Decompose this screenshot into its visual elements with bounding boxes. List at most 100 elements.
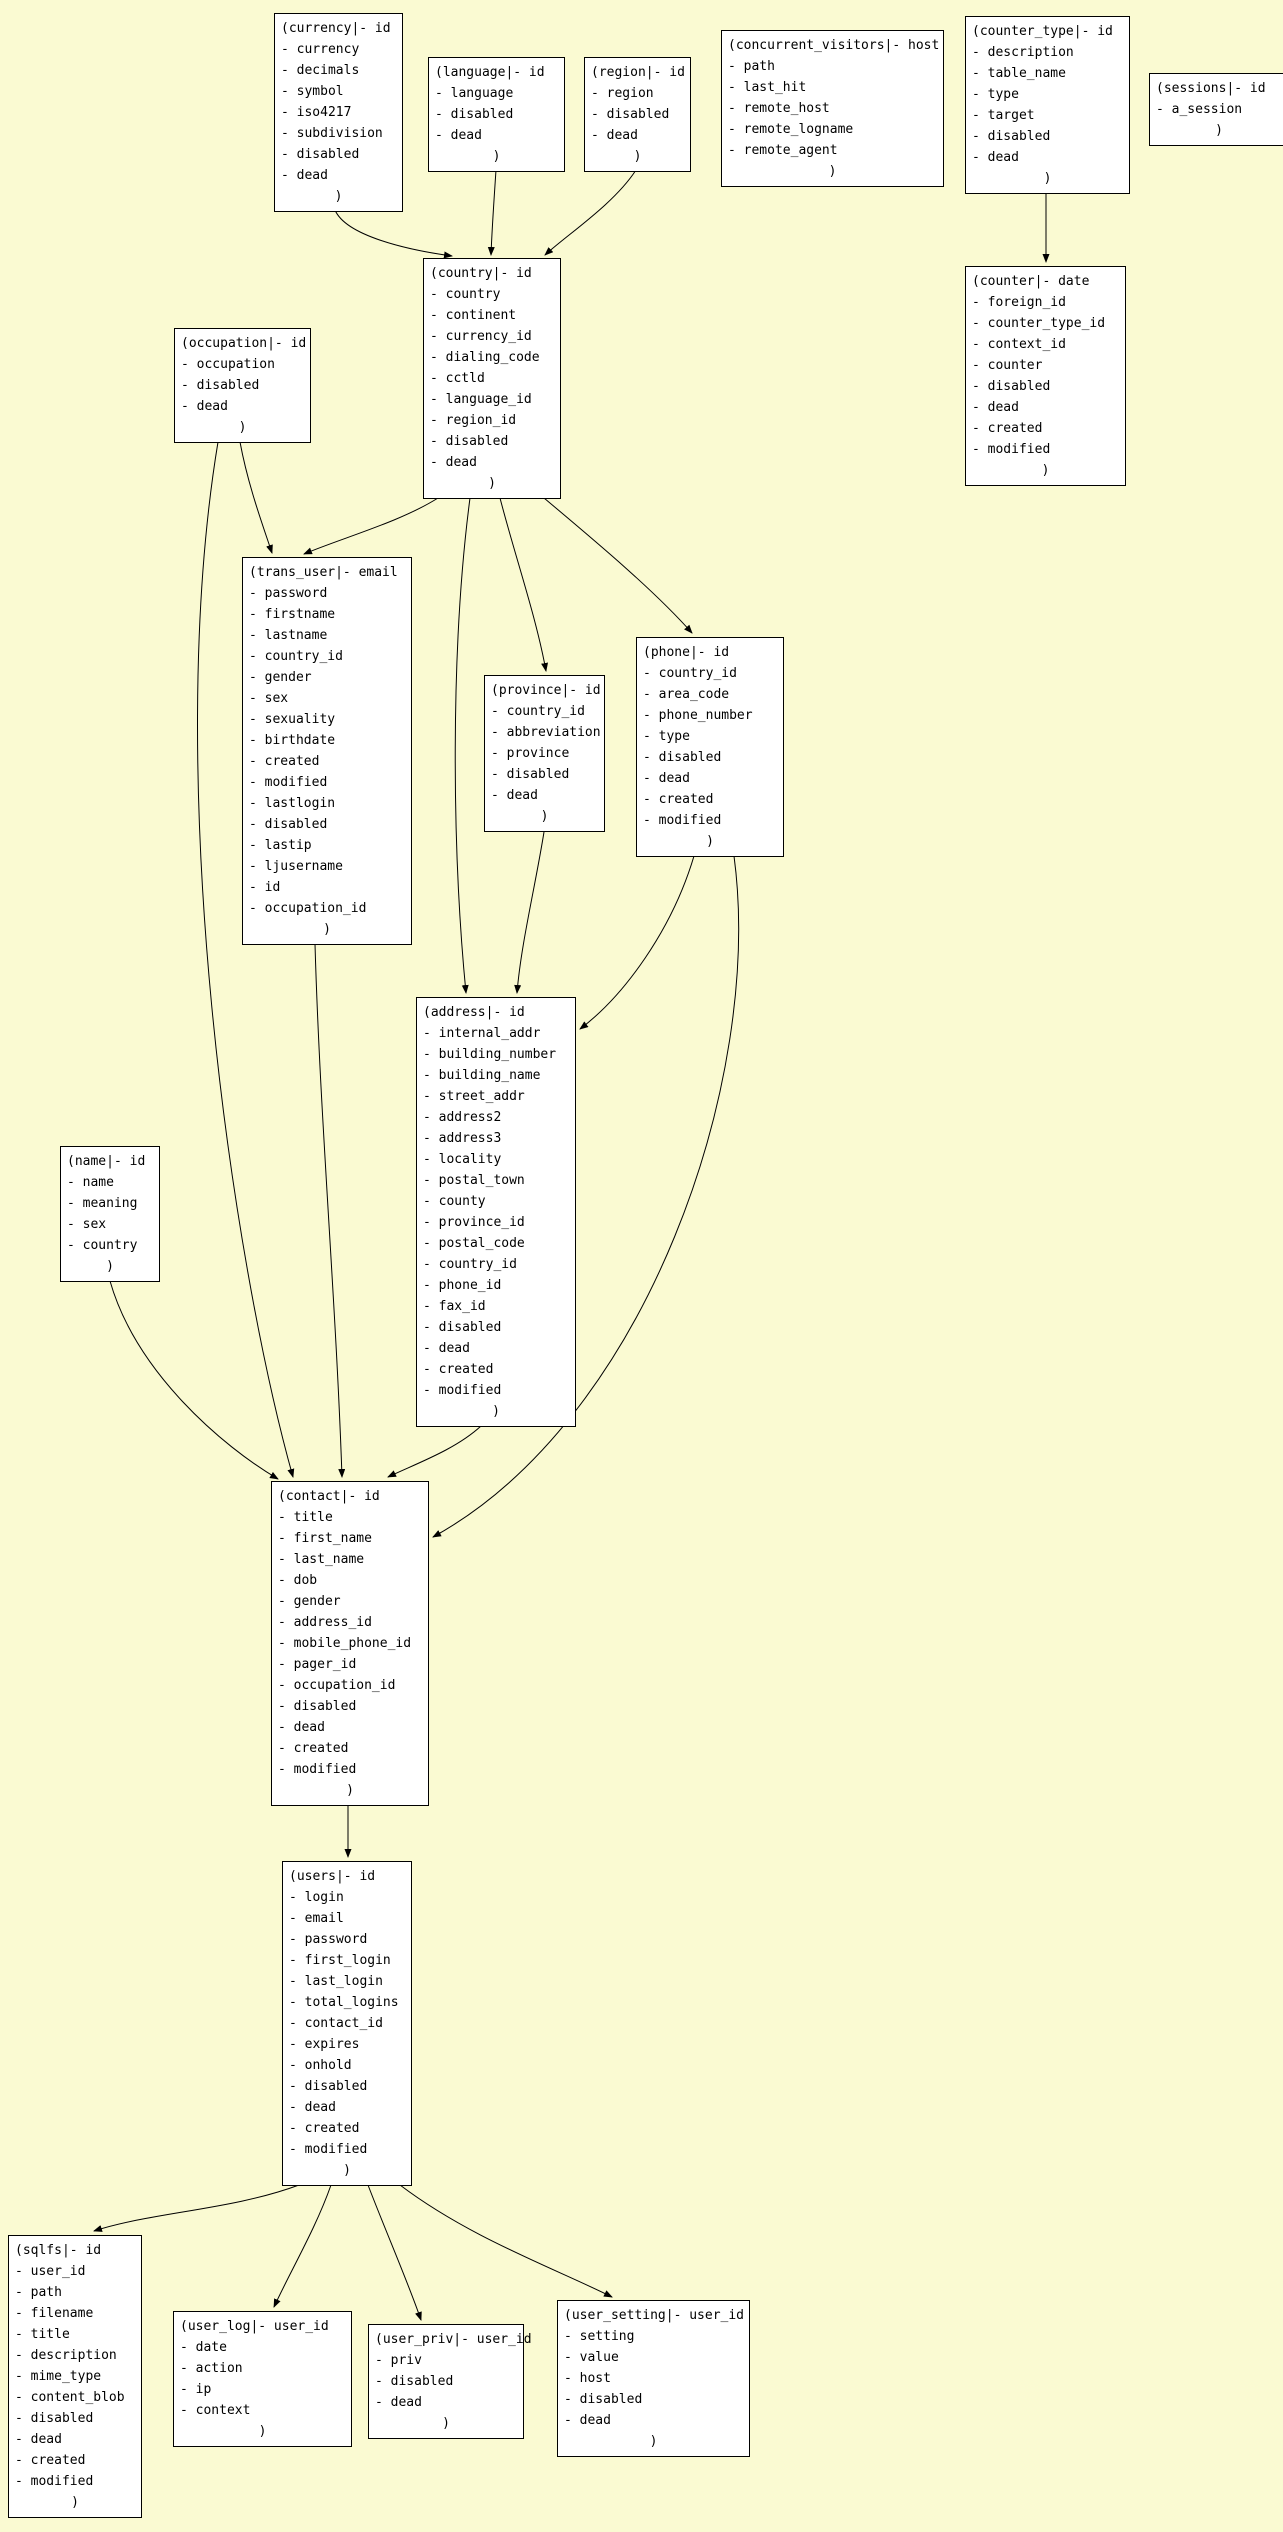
table-field: - dead: [375, 2395, 422, 2410]
table-sessions: (sessions|- id- a_session): [1149, 73, 1283, 146]
table-field: - dead: [423, 1341, 470, 1356]
table-field: - password: [289, 1932, 368, 1947]
table-field: - created: [423, 1362, 494, 1377]
table-field: - disabled: [249, 817, 328, 832]
table-field: - province: [491, 746, 570, 761]
table-field: - gender: [278, 1594, 341, 1609]
table-field: - created: [643, 792, 714, 807]
table-field: - decimals: [281, 63, 360, 78]
table-counter_type: (counter_type|- id- description- table_n…: [965, 16, 1130, 194]
table-field: - host: [564, 2371, 611, 2386]
table-header: (province|- id: [491, 683, 601, 698]
table-field: - disabled: [972, 379, 1051, 394]
edge-region-country: [544, 169, 637, 256]
table-field: - counter: [972, 358, 1043, 373]
table-field: - region_id: [430, 413, 517, 428]
table-field: - county: [423, 1194, 486, 1209]
table-field: - onhold: [289, 2058, 352, 2073]
table-field: - internal_addr: [423, 1026, 541, 1041]
table-footer: ): [334, 189, 343, 204]
table-field: - created: [278, 1741, 349, 1756]
table-footer: ): [343, 2163, 351, 2178]
table-header: (counter_type|- id: [972, 24, 1113, 39]
table-field: - a_session: [1156, 102, 1243, 117]
table-header: (user_setting|- user_id: [564, 2308, 745, 2323]
table-footer: ): [238, 420, 247, 435]
table-field: - remote_agent: [728, 143, 838, 158]
table-field: - firstname: [249, 607, 336, 622]
table-field: - iso4217: [281, 105, 352, 120]
table-field: - country: [430, 287, 501, 302]
table-language: (language|- id- language- disabled- dead…: [428, 57, 565, 172]
table-field: - first_name: [278, 1531, 372, 1546]
table-header: (trans_user|- email: [249, 565, 398, 580]
table-field: - modified: [289, 2142, 368, 2157]
table-field: - address_id: [278, 1615, 372, 1630]
table-header: (currency|- id: [281, 21, 391, 36]
table-footer: ): [633, 149, 642, 164]
table-field: - locality: [423, 1152, 502, 1167]
table-header: (users|- id: [289, 1869, 376, 1884]
table-footer: ): [323, 922, 331, 937]
table-field: - country_id: [643, 666, 737, 681]
table-field: - modified: [249, 775, 328, 790]
table-concurrent_visitors: (concurrent_visitors|- host- path- last_…: [721, 30, 944, 187]
table-field: - building_name: [423, 1068, 541, 1083]
table-field: - fax_id: [423, 1299, 486, 1314]
table-region: (region|- id- region- disabled- dead): [584, 57, 691, 172]
table-field: - password: [249, 586, 328, 601]
table-field: - modified: [15, 2474, 94, 2489]
table-header: (phone|- id: [643, 645, 730, 660]
table-field: - created: [15, 2453, 86, 2468]
table-field: - phone_id: [423, 1278, 502, 1293]
table-field: - dialing_code: [430, 350, 540, 365]
table-field: - first_login: [289, 1953, 391, 1968]
table-field: - ljusername: [249, 859, 343, 874]
table-field: - disabled: [972, 129, 1051, 144]
table-field: - created: [249, 754, 320, 769]
table-field: - title: [15, 2327, 70, 2342]
table-header: (country|- id: [430, 266, 532, 281]
table-field: - dead: [435, 128, 482, 143]
edge-occupation-trans_user: [239, 441, 273, 554]
table-footer: ): [258, 2424, 267, 2439]
table-field: - dob: [278, 1573, 318, 1588]
table-field: - dead: [643, 771, 690, 786]
table-field: - disabled: [289, 2079, 368, 2094]
edge-country-trans_user: [303, 497, 439, 555]
table-field: - dead: [972, 150, 1019, 165]
table-field: - modified: [643, 813, 722, 828]
table-header: (concurrent_visitors|- host: [728, 38, 940, 53]
table-user_priv: (user_priv|- user_id- priv- disabled- de…: [368, 2324, 532, 2439]
table-field: - last_name: [278, 1552, 365, 1567]
table-field: - path: [15, 2285, 62, 2300]
table-field: - address3: [423, 1131, 502, 1146]
table-field: - user_id: [15, 2264, 86, 2279]
table-header: (sqlfs|- id: [15, 2243, 102, 2258]
table-field: - occupation_id: [249, 901, 367, 916]
table-field: - total_logins: [289, 1995, 399, 2010]
table-field: - remote_logname: [728, 122, 854, 137]
table-field: - dead: [278, 1720, 325, 1735]
table-field: - modified: [278, 1762, 357, 1777]
table-header: (contact|- id: [278, 1489, 380, 1504]
table-header: (name|- id: [67, 1154, 146, 1169]
table-field: - address2: [423, 1110, 502, 1125]
table-field: - symbol: [281, 84, 344, 99]
table-field: - contact_id: [289, 2016, 383, 2031]
table-header: (occupation|- id: [181, 336, 307, 351]
table-field: - disabled: [15, 2411, 94, 2426]
table-field: - dead: [15, 2432, 62, 2447]
table-field: - region: [591, 86, 654, 101]
table-field: - sexuality: [249, 712, 336, 727]
table-field: - disabled: [181, 378, 260, 393]
table-field: - action: [180, 2361, 243, 2376]
table-field: - disabled: [491, 767, 570, 782]
table-footer: ): [71, 2495, 79, 2510]
table-field: - disabled: [278, 1699, 357, 1714]
table-province: (province|- id- country_id- abbreviation…: [484, 675, 605, 832]
table-contact: (contact|- id- title- first_name- last_n…: [271, 1481, 429, 1806]
table-currency: (currency|- id- currency- decimals- symb…: [274, 13, 403, 212]
table-field: - remote_host: [728, 101, 830, 116]
